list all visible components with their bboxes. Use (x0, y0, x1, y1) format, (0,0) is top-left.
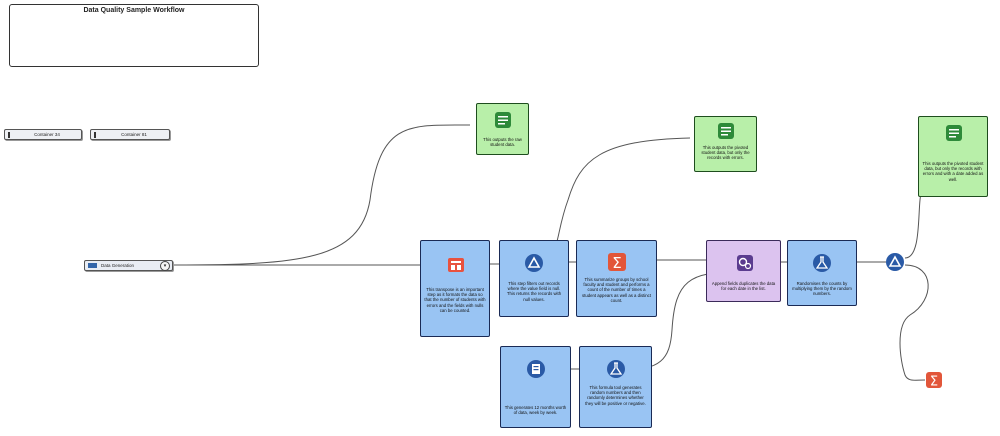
transpose-node[interactable]: This transpose is an important step as i… (420, 240, 490, 337)
filter-icon[interactable] (524, 253, 544, 273)
filter-annotation: This step filters out records where the … (506, 281, 562, 302)
formula-random-annotation: Randomises the counts by multiplying the… (792, 281, 852, 297)
browse-node[interactable]: This outputs the pivoted student data, b… (694, 116, 757, 172)
collapse-toggle-button[interactable]: ▾ (160, 260, 170, 271)
container-grip-icon (8, 131, 10, 138)
data-generation-label: Data Generation (101, 263, 135, 268)
container-34[interactable]: Container 34 (4, 129, 82, 140)
generate-rows-node[interactable]: This generates 12 months worth of data, … (500, 346, 571, 428)
formula-sign-node[interactable]: This formula tool generates random numbe… (579, 346, 652, 428)
formula-icon[interactable] (606, 359, 626, 379)
connector-datagen-browse1 (172, 124, 471, 266)
container-grip-icon (94, 131, 96, 138)
browse-node[interactable]: This outputs the raw student data. (476, 103, 529, 155)
formula-random-node[interactable]: Randomises the counts by multiplying the… (787, 240, 857, 306)
browse-annotation: This outputs the pivoted student data, b… (701, 145, 750, 161)
container-label: Container 81 (121, 132, 147, 137)
browse-annotation: This outputs the pivoted student data, b… (922, 161, 984, 182)
filter-node[interactable]: This step filters out records where the … (499, 240, 569, 317)
formula-sign-annotation: This formula tool generates random numbe… (585, 385, 646, 406)
append-fields-node[interactable]: Append fields duplicates the data for ea… (706, 240, 781, 302)
connector-filter2-summarize2 (899, 264, 929, 381)
filter-icon[interactable] (885, 252, 905, 272)
summarize-annotation: This summarize groups by school faculty … (581, 277, 652, 303)
browse-annotation: This outputs the raw student data. (483, 137, 522, 148)
workflow-title-box[interactable]: Data Quality Sample Workflow (9, 4, 259, 67)
svg-text:Σ: Σ (930, 375, 938, 390)
formula-icon[interactable] (812, 253, 832, 273)
append-fields-icon[interactable] (735, 253, 755, 273)
svg-text:Σ: Σ (612, 254, 621, 272)
browse-icon[interactable] (944, 123, 964, 143)
browse-icon[interactable] (716, 121, 736, 141)
generate-rows-icon[interactable] (526, 359, 546, 379)
container-label: Container 34 (34, 132, 60, 137)
summarize-icon[interactable]: Σ (924, 370, 944, 390)
browse-icon[interactable] (493, 110, 513, 130)
browse-node[interactable]: This outputs the pivoted student data, b… (918, 116, 988, 197)
summarize-node[interactable]: Σ This summarize groups by school facult… (576, 240, 657, 317)
container-81[interactable]: Container 81 (90, 129, 170, 140)
append-fields-annotation: Append fields duplicates the data for ea… (711, 281, 776, 292)
summarize-icon[interactable]: Σ (606, 251, 628, 273)
generate-rows-annotation: This generates 12 months worth of data, … (504, 405, 567, 416)
container-icon (88, 263, 97, 268)
transpose-icon[interactable] (446, 255, 466, 275)
workflow-title: Data Quality Sample Workflow (83, 7, 185, 14)
transpose-annotation: This transpose is an important step as i… (424, 287, 486, 313)
data-generation-container[interactable]: Data Generation ▾ (84, 260, 173, 271)
